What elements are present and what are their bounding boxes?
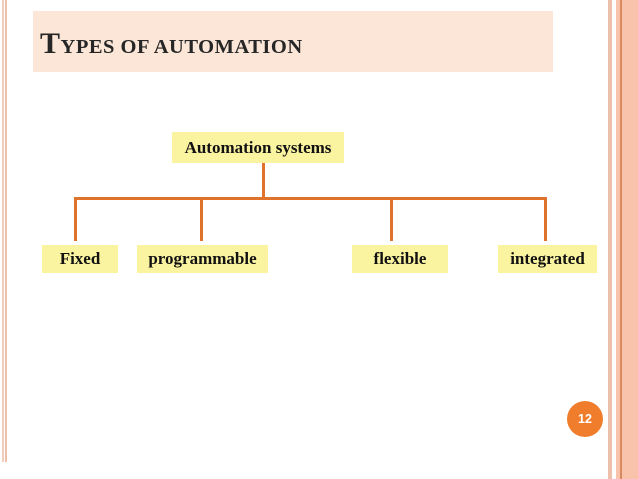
right-border-line <box>608 0 612 479</box>
connector-horizontal <box>74 197 547 200</box>
right-accent-band <box>616 0 638 479</box>
tree-node-flexible: flexible <box>352 245 448 273</box>
left-border-line-outer <box>2 0 4 462</box>
connector-drop-fixed <box>74 197 77 241</box>
slide-title: TYPES OF AUTOMATION <box>40 27 303 60</box>
tree-node-fixed: Fixed <box>42 245 118 273</box>
title-band: TYPES OF AUTOMATION <box>33 11 553 72</box>
tree-node-programmable: programmable <box>137 245 268 273</box>
tree-node-integrated: integrated <box>498 245 597 273</box>
connector-drop-programmable <box>200 197 203 241</box>
left-border-line-inner <box>4 0 7 462</box>
page-number-badge: 12 <box>567 401 603 437</box>
connector-drop-flexible <box>390 197 393 241</box>
connector-stem <box>262 163 265 199</box>
tree-root-node: Automation systems <box>172 132 344 163</box>
right-accent-band-line <box>619 0 622 479</box>
connector-drop-integrated <box>544 197 547 241</box>
